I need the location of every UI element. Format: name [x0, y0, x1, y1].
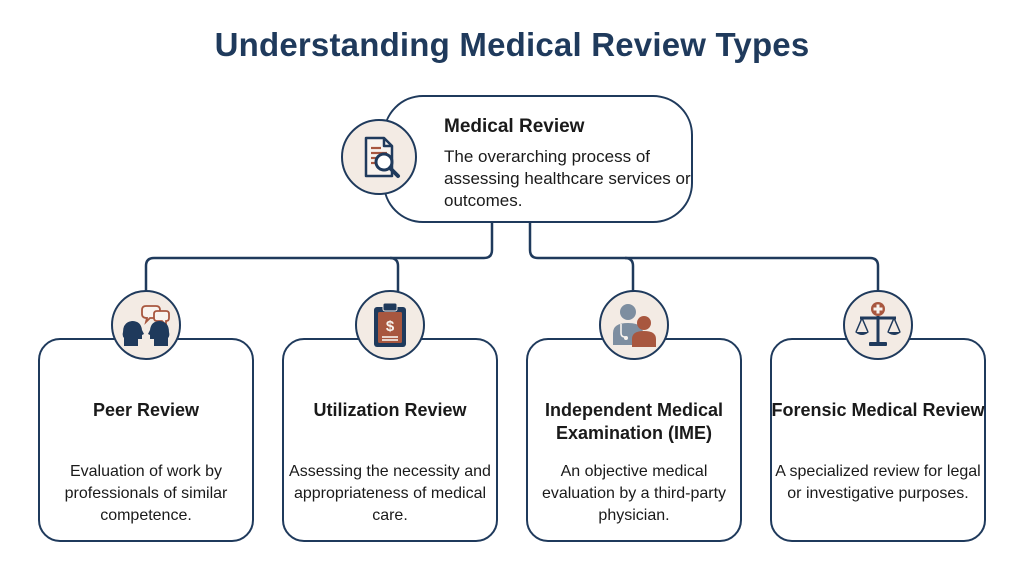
- peer-review-description: Evaluation of work by professionals of s…: [64, 463, 228, 524]
- forensic-review-description: A specialized review for legal or invest…: [775, 463, 981, 502]
- ime-description: An objective medical evaluation by a thi…: [541, 463, 727, 524]
- two-heads-conversation-icon: [111, 290, 181, 360]
- utilization-review-card: [282, 338, 498, 542]
- document-magnifier-icon: [341, 119, 417, 195]
- forensic-review-title: Forensic Medical Review: [771, 400, 985, 420]
- ime-title: Independent Medical Examination (IME): [544, 400, 724, 443]
- utilization-review-description: Assessing the necessity and appropriaten…: [289, 463, 491, 524]
- root-node-description: The overarching process of assessing hea…: [444, 147, 691, 210]
- scales-medical-cross-icon: [843, 290, 913, 360]
- peer-review-title: Peer Review: [92, 400, 200, 420]
- connector-peer-util: [389, 256, 400, 292]
- doctor-patient-icon: [599, 290, 669, 360]
- forensic-review-card: [770, 338, 986, 542]
- connector-left: [144, 222, 494, 292]
- connector-ime: [624, 256, 635, 292]
- peer-review-card: [38, 338, 254, 542]
- svg-text:$: $: [386, 318, 395, 335]
- page-title: Understanding Medical Review Types: [214, 26, 810, 63]
- clipboard-dollar-icon: $: [355, 290, 425, 360]
- utilization-review-title: Utilization Review: [313, 400, 467, 420]
- connector-right: [528, 222, 880, 292]
- root-node-title: Medical Review: [444, 116, 585, 137]
